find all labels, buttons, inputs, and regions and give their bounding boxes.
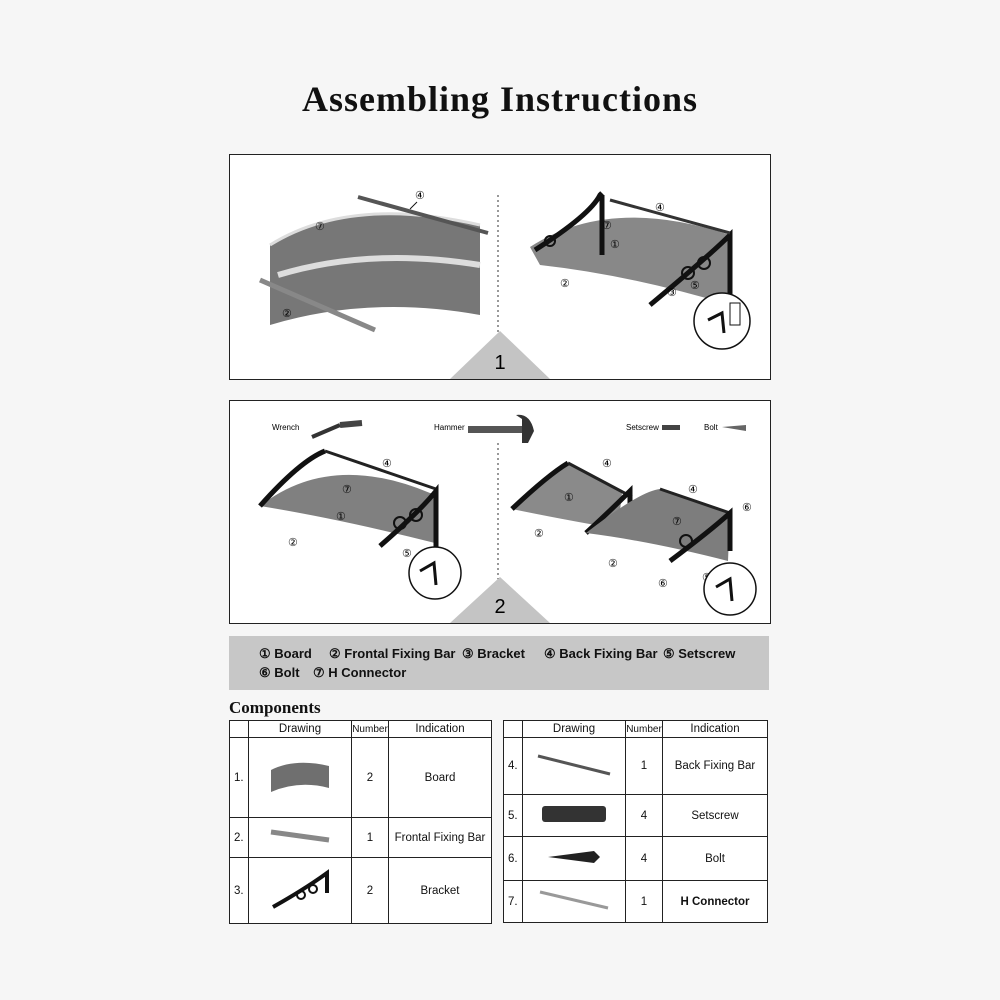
board-icon <box>271 762 329 792</box>
callout-1: ① <box>610 239 620 251</box>
legend-item-setscrew: ⑤ Setscrew <box>663 646 736 661</box>
step-1-board-exploded <box>259 195 489 333</box>
col-number: Number <box>351 720 389 738</box>
h-connector-icon <box>539 890 609 910</box>
callout-4-b: ④ <box>655 202 665 214</box>
table-row: 6. 4 Bolt <box>503 836 768 881</box>
callout-4: ④ <box>415 190 425 202</box>
setscrew-tool-icon <box>662 425 680 430</box>
hammer-label: Hammer <box>434 423 465 432</box>
table-row: 4. 1 Back Fixing Bar <box>503 737 768 795</box>
legend-item-frontal-bar: ② Frontal Fixing Bar <box>329 646 456 661</box>
wrench-label: Wrench <box>272 423 299 432</box>
s2-callout-4: ④ <box>382 458 392 470</box>
bolt-label: Bolt <box>704 423 719 432</box>
callout-2-b: ② <box>560 278 570 290</box>
col-drawing: Drawing <box>248 720 352 738</box>
frontal-bar-icon <box>270 829 330 843</box>
s2r-callout-1: ① <box>564 492 574 504</box>
step-1-assembled <box>530 191 733 307</box>
callout-7-b: ⑦ <box>602 220 612 232</box>
step-1-diagram: ④ ⑦ ② ④ ⑦ ① ② ③ ⑤ <box>259 190 751 379</box>
step-1-number: 1 <box>494 352 505 374</box>
step-2-number: 2 <box>494 596 505 618</box>
components-title: Components <box>229 698 321 717</box>
hammer-icon <box>468 414 534 443</box>
table-row: 3. 2 Bracket <box>229 857 492 924</box>
step-2-panel: Wrench Hammer Setscrew Bolt <box>229 400 771 624</box>
setscrew-detail-magnifier-icon <box>693 292 751 350</box>
table-row: 1. 2 Board <box>229 737 492 818</box>
table-row: 5. 4 Setscrew <box>503 794 768 837</box>
components-table-left: Drawing Number Indication 1. 2 Board 2. … <box>229 720 492 924</box>
setscrew-label: Setscrew <box>626 423 659 432</box>
legend-item-bolt: ⑥ Bolt <box>259 665 300 680</box>
s2r-callout-4: ④ <box>602 458 612 470</box>
bolt-icon <box>548 851 600 863</box>
step-2-diagram: Wrench Hammer Setscrew Bolt <box>258 414 757 623</box>
bolt-tool-icon <box>722 425 746 431</box>
table-row: 7. 1 H Connector <box>503 880 768 923</box>
step-2-awning-double <box>510 460 733 563</box>
step-2-right-magnifier-icon <box>703 562 757 616</box>
parts-legend: ① Board ② Frontal Fixing Bar ③ Bracket ④… <box>229 636 769 690</box>
col-indication-r: Indication <box>662 720 768 738</box>
legend-item-board: ① Board <box>259 646 312 661</box>
step-2-awning-single <box>258 448 439 548</box>
s2r-callout-2: ② <box>534 528 544 540</box>
s2-callout-5: ⑤ <box>402 548 412 560</box>
col-indication: Indication <box>388 720 492 738</box>
callout-7: ⑦ <box>315 221 325 233</box>
col-number-r: Number <box>625 720 663 738</box>
s2r-callout-7: ⑦ <box>672 516 682 528</box>
s2-callout-7: ⑦ <box>342 484 352 496</box>
callout-3: ③ <box>667 287 677 299</box>
s2-callout-2: ② <box>288 537 298 549</box>
callout-2: ② <box>282 308 292 320</box>
table-row: 2. 1 Frontal Fixing Bar <box>229 817 492 858</box>
callout-5: ⑤ <box>690 280 700 292</box>
s2-callout-1: ① <box>336 511 346 523</box>
s2r-callout-2-b: ② <box>608 558 618 570</box>
legend-item-back-bar: ④ Back Fixing Bar <box>544 646 658 661</box>
bracket-icon <box>272 869 329 909</box>
step-2-setscrew-magnifier-icon <box>408 546 462 600</box>
wrench-icon <box>311 420 363 439</box>
s2r-callout-4-b: ④ <box>688 484 698 496</box>
legend-item-h-connector: ⑦ H Connector <box>313 665 407 680</box>
back-bar-icon <box>537 754 611 775</box>
setscrew-icon <box>542 806 606 822</box>
step-1-panel: ④ ⑦ ② ④ ⑦ ① ② ③ ⑤ <box>229 154 771 380</box>
page-title: Assembling Instructions <box>301 79 699 119</box>
components-table-right: Drawing Number Indication 4. 1 Back Fixi… <box>503 720 768 923</box>
legend-item-bracket: ③ Bracket <box>462 646 525 661</box>
s2r-callout-6-b: ⑥ <box>742 502 752 514</box>
s2r-callout-6: ⑥ <box>658 578 668 590</box>
col-drawing-r: Drawing <box>522 720 626 738</box>
